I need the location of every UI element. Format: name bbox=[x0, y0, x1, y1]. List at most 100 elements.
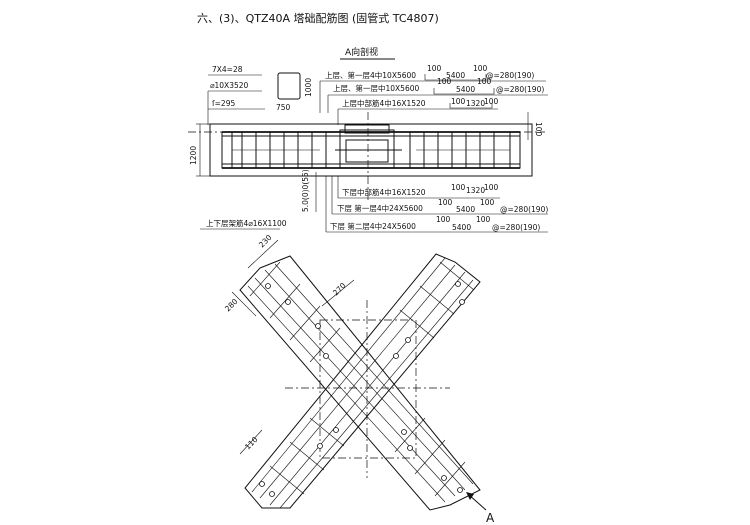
bolt-hole bbox=[407, 445, 413, 451]
view-arrow-head bbox=[466, 492, 474, 500]
rebar-dim-a: 100 bbox=[451, 183, 466, 192]
rebar-dim-c: 100 bbox=[484, 183, 499, 192]
rebar-dim-c: 100 bbox=[473, 64, 488, 73]
rebar-dim-b: 1320 bbox=[466, 99, 485, 108]
section-title: A向剖视 bbox=[345, 46, 378, 58]
rebar-dim-c: 100 bbox=[480, 198, 495, 207]
grid-line bbox=[309, 417, 345, 447]
rebar-dim-c: 100 bbox=[477, 77, 492, 86]
rebar-dim-a: 100 bbox=[437, 77, 452, 86]
center-square bbox=[319, 319, 417, 459]
foundation-outline bbox=[209, 123, 533, 177]
rebar-label: 上层中部筋4中16X1520 bbox=[342, 98, 426, 108]
grid-line bbox=[264, 269, 466, 491]
lower-rebar-callout-3: 下层 第二层4中24X5600 100 5400 100 @=280(190) bbox=[325, 176, 548, 233]
rebar-dim-b: 5400 bbox=[446, 71, 465, 80]
rebar-dim-a: 100 bbox=[451, 97, 466, 106]
drawing-title: 六、(3)、QTZ40A 塔础配筋图 (固管式 TC4807) bbox=[197, 11, 439, 25]
rebar-label: 下层 第一层4中24X5600 bbox=[337, 203, 423, 213]
rebar-label: 下层 第二层4中24X5600 bbox=[330, 221, 416, 231]
bolt-hole bbox=[333, 427, 339, 433]
rebar-spacing: @=280(190) bbox=[492, 223, 540, 232]
lower-rebar-callout-2: 下层 第一层4中24X5600 100 5400 100 @=280(190) bbox=[331, 176, 548, 215]
end-stirrup-left bbox=[221, 131, 233, 169]
grid-line bbox=[251, 257, 446, 493]
dim-280: 280 bbox=[223, 297, 240, 314]
dim-110: 110 bbox=[243, 435, 260, 452]
rebar-spacing: @=280(190) bbox=[486, 71, 534, 80]
grid-line bbox=[259, 264, 456, 499]
grid-line bbox=[309, 327, 341, 363]
stirrup-detail-box bbox=[277, 72, 301, 100]
rebar-dim-b: 1320 bbox=[466, 186, 485, 195]
bolt-hole bbox=[323, 353, 329, 359]
rebar-dim-c: 100 bbox=[476, 215, 491, 224]
rebar-spacing: @=280(190) bbox=[496, 85, 544, 94]
rebar-shape bbox=[424, 74, 487, 81]
bolt-hole bbox=[317, 443, 323, 449]
grid-line bbox=[394, 417, 426, 453]
rebar-spacing: @=280(190) bbox=[500, 205, 548, 214]
spacing-note: 7X4=28 bbox=[212, 65, 243, 74]
grid-line bbox=[434, 461, 466, 497]
bolt-hole bbox=[455, 281, 461, 287]
center-embed bbox=[339, 129, 395, 169]
dim-270: 270 bbox=[331, 281, 348, 298]
grid-line bbox=[249, 261, 281, 297]
arm-nw-se bbox=[239, 255, 481, 511]
bolt-hole bbox=[259, 481, 265, 487]
rebar-dim-a: 100 bbox=[427, 64, 442, 73]
upper-rebar-callout-2: 上层、第一层中10X5600 100 5400 100 @=280(190) bbox=[327, 77, 548, 113]
grid-line bbox=[289, 305, 321, 341]
stirrup-height: 1000 bbox=[304, 78, 313, 97]
grid-line bbox=[269, 271, 466, 506]
side-dim-label: 100 bbox=[534, 122, 543, 137]
grid-line bbox=[399, 309, 435, 339]
dim-230: 230 bbox=[257, 233, 274, 250]
bolt-hole bbox=[401, 429, 407, 435]
foundation-section: 1200 100 5.0(0)0(55) bbox=[188, 112, 545, 212]
stirrup-note: ⌀10X3520 bbox=[210, 81, 249, 90]
length-note: ſ=295 bbox=[212, 99, 235, 108]
grid-line bbox=[269, 465, 305, 495]
view-marker: A bbox=[486, 511, 495, 525]
dim-line-110 bbox=[239, 429, 263, 455]
dim-line-230 bbox=[247, 239, 279, 269]
bolt-hole bbox=[405, 337, 411, 343]
center-plate bbox=[345, 139, 389, 163]
dim-line-270 bbox=[321, 279, 355, 307]
grid-nw-se bbox=[247, 261, 474, 503]
end-stirrup-right bbox=[509, 131, 521, 169]
bolt-hole bbox=[285, 299, 291, 305]
rebar-label: 上层、第一层中10X5600 bbox=[333, 83, 419, 93]
rebar-label: 下层中部筋4中16X1520 bbox=[342, 187, 426, 197]
arm-ne-sw bbox=[244, 253, 481, 509]
grid-line bbox=[439, 261, 475, 291]
rebar-shape bbox=[433, 88, 495, 95]
lower-rebar-callout-1: 下层中部筋4中16X1520 100 1320 100 bbox=[337, 176, 500, 199]
grid-line bbox=[419, 285, 455, 315]
rebar-dim-b: 5400 bbox=[452, 223, 471, 232]
bolt-hole bbox=[393, 353, 399, 359]
grid-line bbox=[289, 441, 325, 471]
foundation-plan: 230 280 270 110 A bbox=[223, 233, 495, 525]
grid-line bbox=[254, 277, 456, 497]
rebar-shape bbox=[449, 103, 493, 109]
stirrup-width: 750 bbox=[276, 103, 291, 112]
dim-line-280 bbox=[231, 291, 257, 317]
bolt-hole bbox=[459, 299, 465, 305]
bolt-hole bbox=[269, 491, 275, 497]
grid-line bbox=[269, 283, 301, 319]
grid-line bbox=[247, 285, 446, 503]
rebar-dim-b: 5400 bbox=[456, 85, 475, 94]
grid-ne-sw bbox=[251, 257, 475, 509]
upper-rebar-callout-1: 上层、第一层4中10X5600 100 5400 100 @=280(190) bbox=[319, 64, 546, 113]
section-height-label: 1200 bbox=[189, 146, 198, 165]
bolt-hole bbox=[441, 475, 447, 481]
bolt-hole bbox=[315, 323, 321, 329]
rebar-dim-b: 5400 bbox=[456, 205, 475, 214]
rebar-label: 上层、第一层4中10X5600 bbox=[325, 70, 416, 80]
bolt-hole bbox=[457, 487, 463, 493]
vertical-dim-label: 5.0(0)0(55) bbox=[301, 169, 310, 212]
